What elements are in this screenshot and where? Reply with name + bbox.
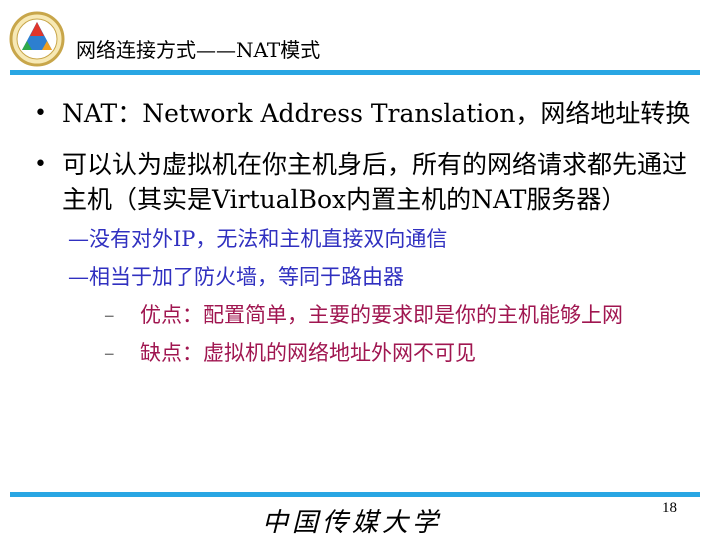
dash-marker: – xyxy=(104,303,115,327)
sub-bullet: —相当于加了防火墙，等同于路由器 xyxy=(68,265,404,289)
bullet-item: • NAT：Network Address Translation，网络地址转换 xyxy=(30,96,700,131)
slide-content: • NAT：Network Address Translation，网络地址转换… xyxy=(30,96,700,369)
bullet-text: 可以认为虚拟机在你主机身后，所有的网络请求都先通过主机（其实是VirtualBo… xyxy=(62,150,688,214)
slide-title: 网络连接方式——NAT模式 xyxy=(76,38,321,62)
dash-marker: – xyxy=(104,341,115,365)
bullet-dot: • xyxy=(34,101,47,126)
sub-sub-bullet: – 优点：配置简单，主要的要求即是你的主机能够上网 xyxy=(30,299,700,331)
bullet-text: NAT：Network Address Translation，网络地址转换 xyxy=(62,99,691,128)
sub-sub-bullet-text: 优点：配置简单，主要的要求即是你的主机能够上网 xyxy=(140,303,623,327)
bullet-dot: • xyxy=(34,152,47,177)
sub-sub-bullet: – 缺点：虚拟机的网络地址外网不可见 xyxy=(30,337,700,369)
bottom-divider xyxy=(10,492,700,497)
bullet-item: • 可以认为虚拟机在你主机身后，所有的网络请求都先通过主机（其实是Virtual… xyxy=(30,147,700,217)
sub-sub-bullet-text: 缺点：虚拟机的网络地址外网不可见 xyxy=(140,341,476,365)
university-name-calligraphy: 中国传媒大学 xyxy=(262,508,443,538)
sub-bullet: —没有对外IP，无法和主机直接双向通信 xyxy=(68,227,448,251)
top-divider xyxy=(10,70,700,75)
page-number: 18 xyxy=(662,500,677,516)
university-logo xyxy=(8,10,66,68)
